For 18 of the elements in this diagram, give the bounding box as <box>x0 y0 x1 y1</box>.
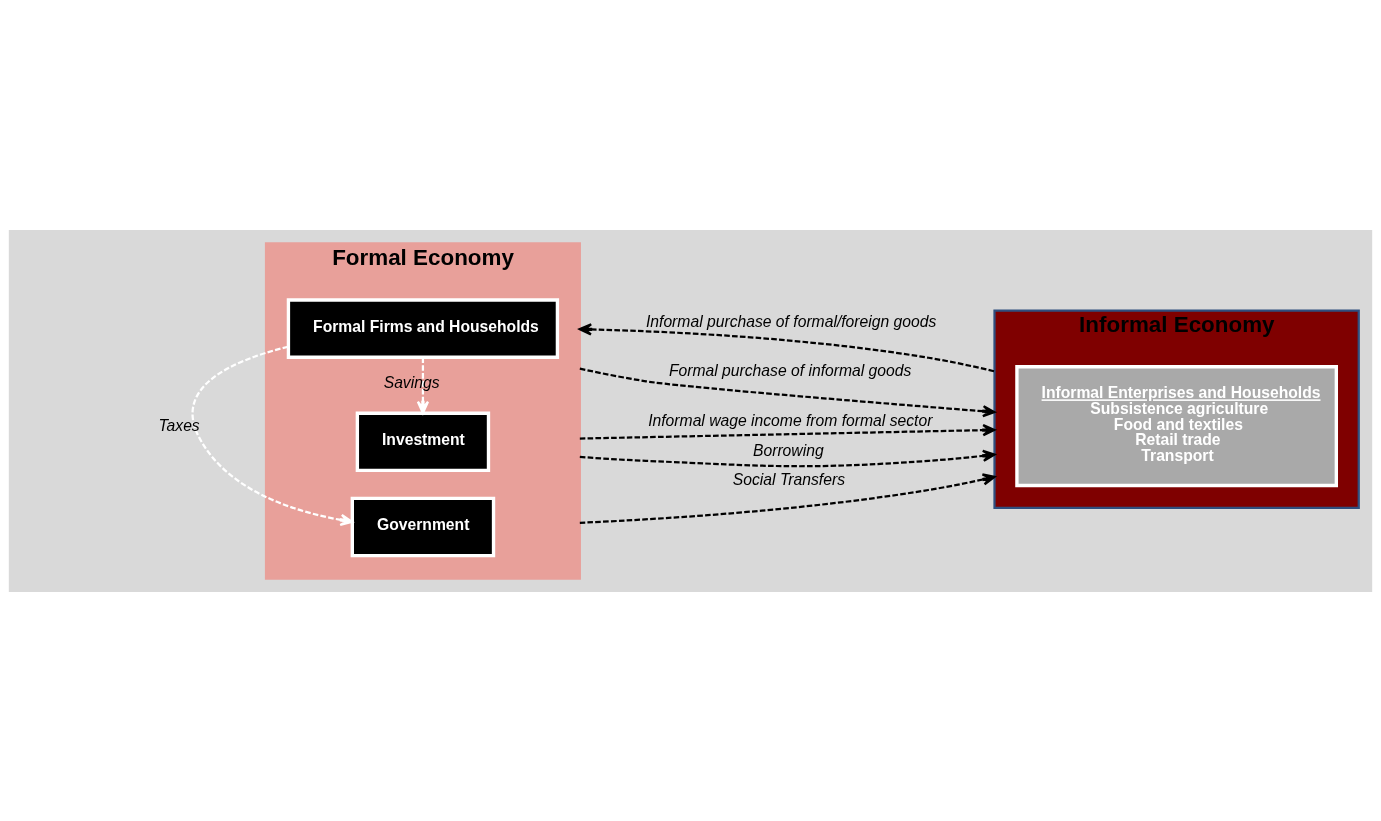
arrow <box>578 322 995 372</box>
arrow <box>416 356 430 414</box>
edge-label: Informal purchase of formal/foreign goods <box>645 312 937 330</box>
node-box: Government <box>350 496 496 557</box>
arrow <box>579 472 996 524</box>
arrow <box>191 345 354 526</box>
arrow <box>579 423 996 440</box>
arrow <box>579 367 996 417</box>
arrow <box>579 449 996 467</box>
edge-label: Social Transfers <box>732 470 845 488</box>
node-box: Investment <box>355 411 491 472</box>
edge-label: Borrowing <box>752 440 824 458</box>
edge-label: Taxes <box>158 416 200 434</box>
edge-label: Savings <box>383 373 440 391</box>
node-box: Informal Enterprises and Households Subsistence agriculture Food and textiles Retail trade Transport <box>1015 364 1338 487</box>
node-box: Formal Firms and Households <box>286 297 560 359</box>
edge-label: Informal wage income from formal sector <box>648 411 933 429</box>
edge-label: Formal purchase of informal goods <box>668 361 912 379</box>
